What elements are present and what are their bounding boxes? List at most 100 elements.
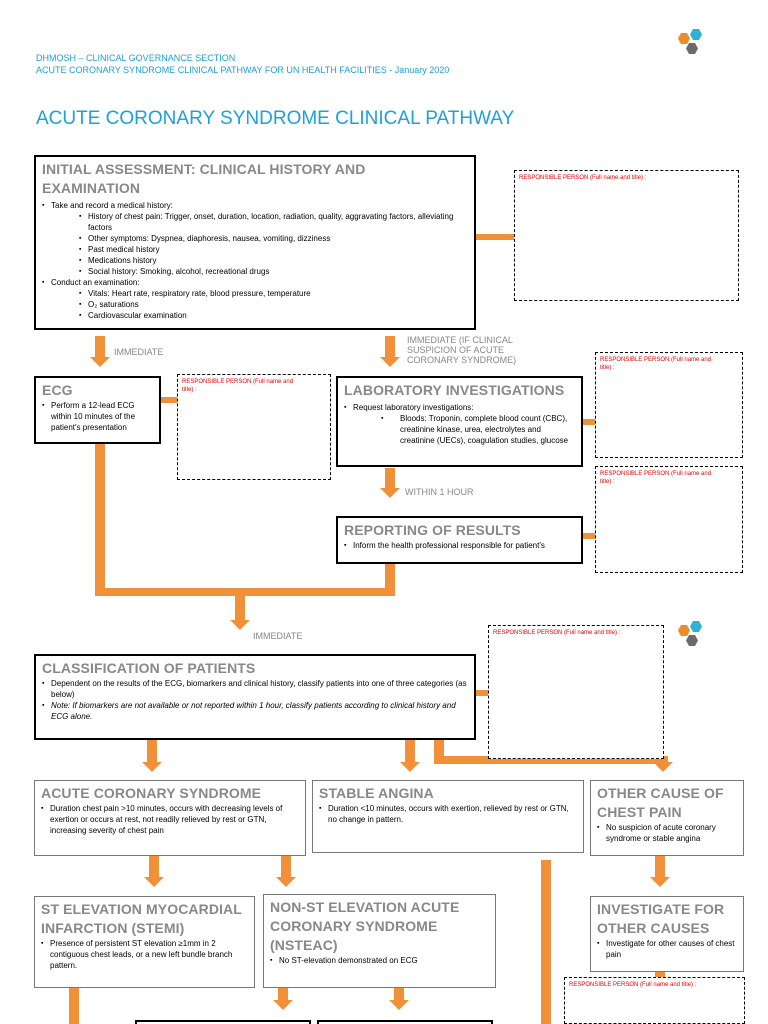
list-item: Conduct an examination: (42, 277, 468, 288)
ecg-box: ECG Perform a 12-lead ECG within 10 minu… (34, 376, 161, 444)
connector (434, 740, 444, 764)
label-immediate-if-line-1: IMMEDIATE (IF CLINICAL (407, 335, 513, 345)
ecg-heading: ECG (42, 382, 73, 398)
responsible-person-field[interactable]: RESPONSIBLE PERSON (Full name and title)… (514, 170, 739, 301)
connector (69, 988, 79, 1024)
nsteac-heading-3: (NSTEAC) (270, 937, 338, 953)
label-immediate-if-line-2: SUSPICION OF ACUTE (407, 345, 505, 355)
acs-list: Duration chest pain >10 minutes, occurs … (41, 803, 299, 836)
connector (385, 564, 395, 596)
acs-box: ACUTE CORONARY SYNDROME Duration chest p… (34, 780, 306, 856)
investigate-box: INVESTIGATE FOR OTHER CAUSES Investigate… (590, 896, 744, 972)
classification-box: CLASSIFICATION OF PATIENTS Dependent on … (34, 654, 476, 740)
arrow-down-icon (380, 488, 400, 498)
classification-note: Note: If biomarkers are not available or… (51, 701, 456, 721)
responsible-person-field[interactable]: RESPONSIBLE PERSON (Full name and title)… (595, 352, 743, 458)
stemi-heading-2: INFARCTION (STEMI) (41, 920, 185, 936)
label-within-1-hour: WITHIN 1 HOUR (405, 487, 474, 497)
list-item: History of chest pain: Trigger, onset, d… (42, 211, 468, 233)
arrow-down-icon (144, 877, 164, 887)
page-title: ACUTE CORONARY SYNDROME CLINICAL PATHWAY (36, 108, 515, 129)
arrow-down-icon (400, 762, 420, 772)
list-item: Duration <10 minutes, occurs with exerti… (319, 803, 577, 825)
stable-angina-list: Duration <10 minutes, occurs with exerti… (319, 803, 577, 825)
connector (160, 397, 178, 403)
connector (147, 740, 157, 764)
connector (582, 419, 596, 425)
responsible-person-label: title) : (600, 365, 615, 371)
connector (385, 336, 395, 358)
responsible-person-field[interactable]: RESPONSIBLE PERSON (Full name and title)… (177, 374, 331, 480)
arrow-down-icon (90, 357, 110, 367)
initial-assessment-box: INITIAL ASSESSMENT: CLINICAL HISTORY AND… (34, 155, 476, 330)
label-immediate-if-line-3: CORONARY SYNDROME) (407, 355, 517, 365)
connector (95, 588, 395, 596)
header-line-2: ACUTE CORONARY SYNDROME CLINICAL PATHWAY… (36, 65, 450, 75)
list-item: Social history: Smoking, alcohol, recrea… (42, 266, 468, 277)
arrow-down-icon (230, 620, 250, 630)
list-item: Duration chest pain >10 minutes, occurs … (41, 803, 299, 836)
connector (434, 756, 668, 764)
other-cause-list: No suspicion of acute coronary syndrome … (597, 822, 737, 844)
responsible-person-label: title) : (600, 479, 615, 485)
arrow-down-icon (389, 1000, 409, 1010)
nsteac-heading: NON-ST ELEVATION ACUTE (270, 899, 460, 915)
arrow-down-icon (650, 877, 670, 887)
responsible-person-label: title) : (182, 387, 197, 393)
laboratory-heading: LABORATORY INVESTIGATIONS (344, 382, 565, 398)
list-item: Perform a 12-lead ECG within 10 minutes … (42, 400, 153, 433)
next-box-edge (135, 1020, 311, 1024)
investigate-heading: INVESTIGATE FOR (597, 901, 725, 917)
nsteac-box: NON-ST ELEVATION ACUTE CORONARY SYNDROME… (263, 894, 496, 988)
laboratory-list: Request laboratory investigations: Blood… (344, 402, 575, 446)
classification-heading: CLASSIFICATION OF PATIENTS (42, 660, 256, 676)
connector (235, 596, 245, 622)
list-item: Vitals: Heart rate, respiratory rate, bl… (42, 288, 468, 299)
stable-angina-heading: STABLE ANGINA (319, 785, 434, 801)
reporting-list: Inform the health professional responsib… (344, 540, 575, 551)
reporting-box: REPORTING OF RESULTS Inform the health p… (336, 516, 583, 564)
connector (394, 988, 404, 1002)
arrow-down-icon (380, 357, 400, 367)
responsible-person-field[interactable]: RESPONSIBLE PERSON (Full name and title)… (595, 466, 743, 573)
reporting-heading: REPORTING OF RESULTS (344, 522, 521, 538)
list-item: Presence of persistent ST elevation ≥1mm… (41, 938, 248, 971)
list-item: Take and record a medical history: (42, 200, 468, 211)
responsible-person-label: RESPONSIBLE PERSON (Full name and (182, 379, 294, 385)
connector (405, 740, 415, 764)
logo-hexagons-icon (678, 621, 702, 646)
label-immediate: IMMEDIATE (253, 631, 303, 641)
responsible-person-field[interactable]: RESPONSIBLE PERSON (Full name and title)… (488, 625, 664, 759)
connector (95, 336, 105, 358)
connector (655, 972, 665, 978)
stemi-list: Presence of persistent ST elevation ≥1mm… (41, 938, 248, 971)
list-item: Past medical history (42, 244, 468, 255)
list-item: Other symptoms: Dyspnea, diaphoresis, na… (42, 233, 468, 244)
connector (582, 533, 596, 539)
list-item: Investigate for other causes of chest pa… (597, 938, 737, 960)
list-item: Dependent on the results of the ECG, bio… (42, 678, 468, 700)
list-item: Note: If biomarkers are not available or… (42, 700, 468, 722)
list-item: No suspicion of acute coronary syndrome … (597, 822, 737, 844)
nsteac-list: No ST-elevation demonstrated on ECG (270, 955, 489, 966)
initial-assessment-heading: INITIAL ASSESSMENT: CLINICAL HISTORY AND (42, 161, 366, 177)
list-item: Cardiovascular examination (42, 310, 468, 321)
connector (474, 234, 516, 240)
initial-assessment-list: Take and record a medical history: Histo… (42, 200, 468, 321)
list-item: Inform the health professional responsib… (344, 540, 575, 551)
connector (385, 468, 395, 490)
arrow-down-icon (276, 877, 296, 887)
responsible-person-label: RESPONSIBLE PERSON (Full name and (600, 471, 712, 477)
logo-hexagons-icon (678, 29, 702, 54)
connector (281, 856, 291, 878)
responsible-person-field[interactable]: RESPONSIBLE PERSON (Full name and title)… (564, 977, 745, 1024)
acs-heading: ACUTE CORONARY SYNDROME (41, 785, 262, 801)
arrow-down-icon (142, 762, 162, 772)
next-box-edge (317, 1020, 493, 1024)
connector (95, 444, 105, 596)
header-line-1: DHMOSH – CLINICAL GOVERNANCE SECTION (36, 53, 236, 63)
classification-list: Dependent on the results of the ECG, bio… (42, 678, 468, 722)
connector (655, 856, 665, 878)
label-immediate: IMMEDIATE (114, 347, 164, 357)
list-item: Request laboratory investigations: (344, 402, 575, 413)
